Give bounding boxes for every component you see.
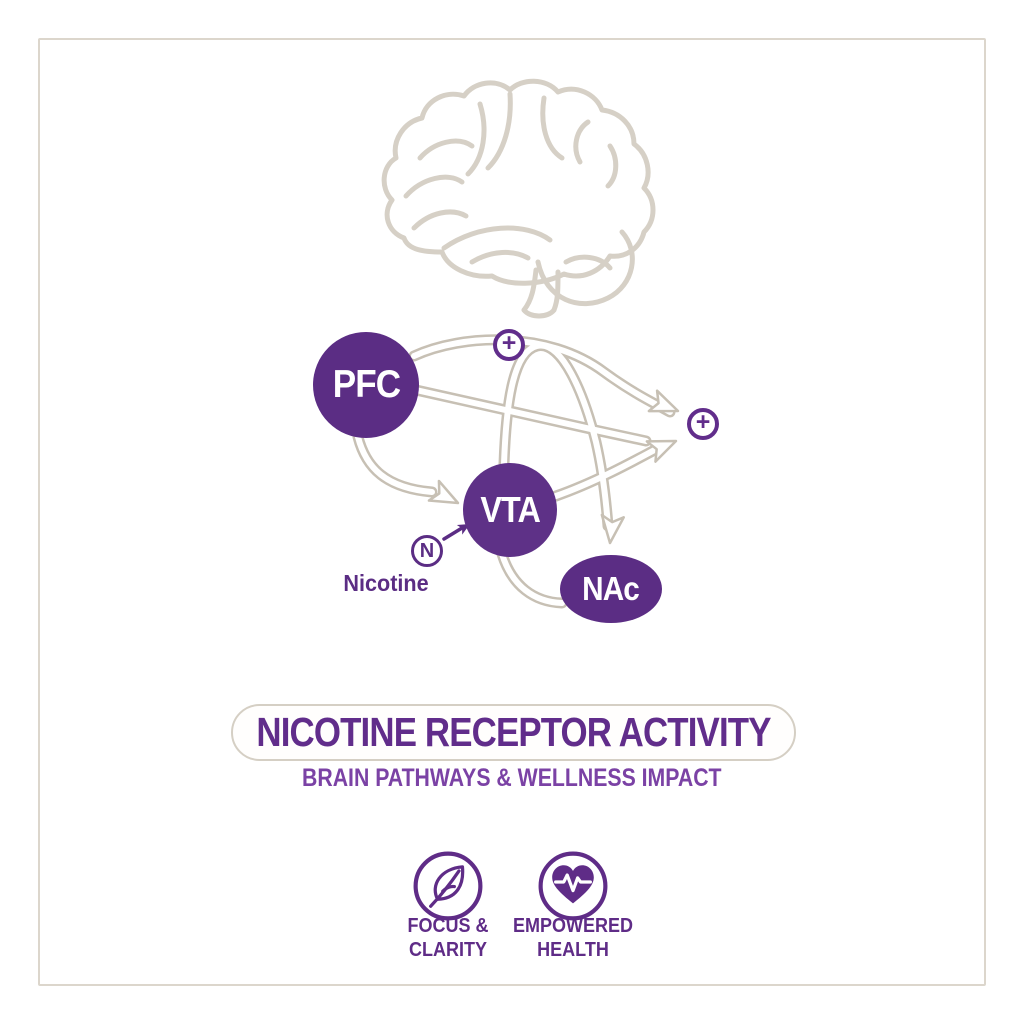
arrowhead-pfc-to-plus xyxy=(647,389,680,413)
plus-icon: + xyxy=(501,329,517,357)
arrowhead-vta-to-nac xyxy=(600,513,626,545)
plus-icon: + xyxy=(695,408,711,436)
node-nac-label: NAc xyxy=(582,570,641,607)
node-vta-label: VTA xyxy=(480,489,541,530)
page-subtitle: BRAIN PATHWAYS & WELLNESS IMPACT xyxy=(302,764,722,792)
brain-outline-icon xyxy=(381,78,656,319)
benefit-label-empowered-health: EMPOWERED HEALTH xyxy=(512,915,634,961)
node-vta: VTA xyxy=(463,463,557,557)
arrowhead-vta-to-plus xyxy=(645,439,678,463)
nicotine-badge: N xyxy=(411,535,443,567)
heart-pulse-icon xyxy=(538,851,608,921)
node-pfc-label: PFC xyxy=(332,363,400,406)
pathway-arrows xyxy=(352,334,680,609)
title-pill: NICOTINE RECEPTOR ACTIVITY xyxy=(231,704,796,761)
plus-badge-top: + xyxy=(493,329,525,361)
leaf-icon xyxy=(413,851,483,921)
plus-badge-right: + xyxy=(687,408,719,440)
nicotine-symbol: N xyxy=(419,540,435,562)
nicotine-label: Nicotine xyxy=(343,570,429,596)
arrowhead-pfc-to-vta xyxy=(427,479,460,505)
page-title: NICOTINE RECEPTOR ACTIVITY xyxy=(256,709,771,755)
node-nac: NAc xyxy=(560,555,662,623)
benefit-label-focus-clarity: FOCUS & CLARITY xyxy=(407,915,489,961)
node-pfc: PFC xyxy=(313,332,419,438)
